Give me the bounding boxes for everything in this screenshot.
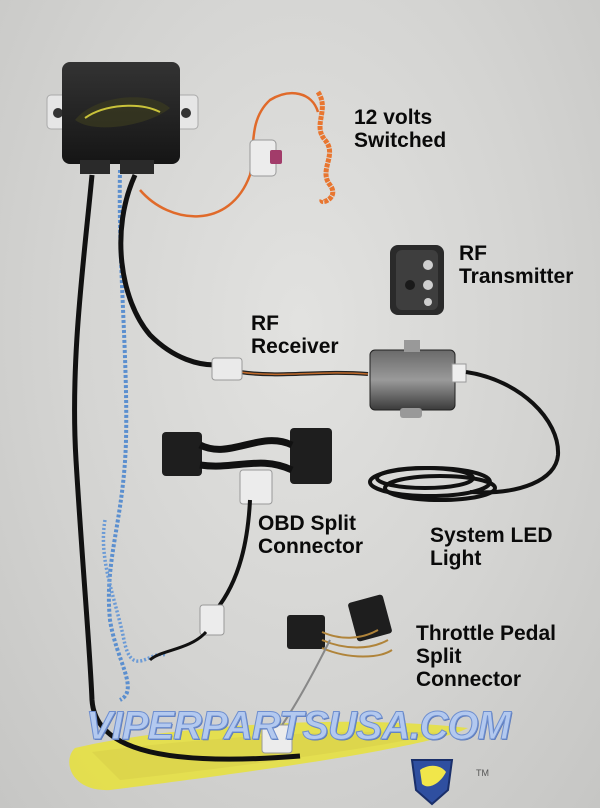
orange-coil <box>315 90 336 205</box>
blue-twisted-wire <box>106 169 130 702</box>
viper-logo-badge <box>410 759 454 806</box>
main-module <box>46 62 199 174</box>
receiver-connector <box>211 357 243 381</box>
throttle-split-connector <box>261 594 393 754</box>
trademark-mark: TM <box>476 768 489 778</box>
rf-transmitter <box>390 245 444 315</box>
obd-split-connector <box>148 428 332 662</box>
blue-wire-loop <box>101 519 166 663</box>
main-black-wire <box>72 174 301 762</box>
led-wire <box>465 370 561 495</box>
led-coil <box>368 466 497 502</box>
receiver-black-wire <box>118 173 216 368</box>
watermark-text: VIPERPARTSUSA.COM <box>86 704 512 749</box>
receiver-box <box>369 340 467 418</box>
receiver-wire-color <box>239 371 369 376</box>
